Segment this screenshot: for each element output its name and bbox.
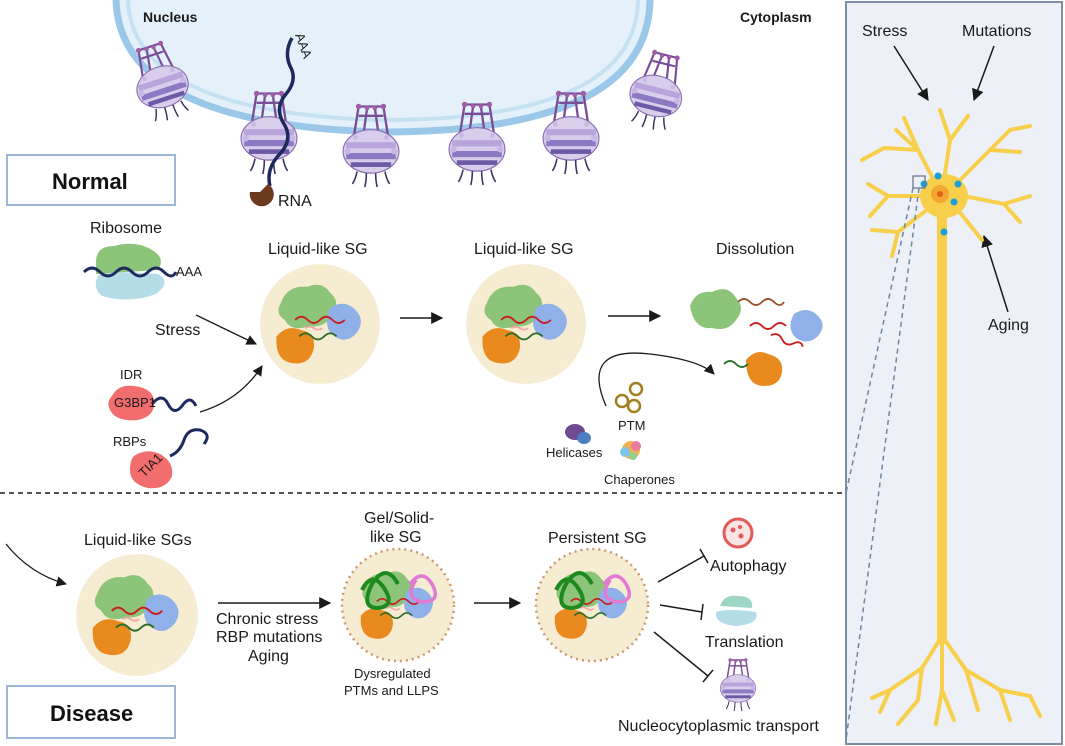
arrow-into-disease xyxy=(5,543,68,587)
disease-box xyxy=(6,685,176,739)
g3bp1-protein xyxy=(108,385,198,421)
dysregulated-label-line1: Dysregulated xyxy=(354,666,431,681)
rna-polymerase-icon xyxy=(249,184,274,207)
stress-label: Stress xyxy=(155,322,200,339)
arrow-aging-to-neuron xyxy=(981,234,1009,313)
mrna-strand xyxy=(267,37,295,187)
sg2-label: Liquid-like SG xyxy=(474,241,574,258)
liquid-sg-granule xyxy=(259,263,381,385)
cytoplasm-label: Cytoplasm xyxy=(740,9,812,25)
liquid-sg-granule xyxy=(465,263,587,385)
gel-sg-label-line1: Gel/Solid- xyxy=(364,510,434,527)
persistent-sg-label: Persistent SG xyxy=(548,530,647,547)
transport-label: Nucleocytoplasmic transport xyxy=(618,718,820,735)
disease-causes: Chronic stress RBP mutations Aging xyxy=(216,611,322,665)
ribosome-label: Ribosome xyxy=(90,220,162,237)
arrow-stress-to-sg xyxy=(195,314,257,345)
arrow-mutations-to-neuron xyxy=(972,45,995,102)
rbps-label: RBPs xyxy=(113,434,147,449)
gel-sg-label-line2: like SG xyxy=(370,529,422,546)
autophagy-label: Autophagy xyxy=(710,558,787,575)
autophagy-icon xyxy=(722,517,754,549)
tia1-protein xyxy=(130,428,209,489)
translation-label: Translation xyxy=(705,634,784,651)
liquid-sg-granule xyxy=(75,553,199,677)
cause-chronic-stress: Chronic stress xyxy=(216,611,318,628)
neuron-panel xyxy=(845,1,1063,745)
ptm-icon xyxy=(614,381,644,414)
dysregulated-label-line2: PTMs and LLPS xyxy=(344,683,439,698)
persistent-sg-granule xyxy=(534,547,650,663)
nucleus-label: Nucleus xyxy=(143,9,198,25)
chaperones-label: Chaperones xyxy=(604,472,675,487)
ptm-label: PTM xyxy=(618,418,645,433)
transport-pore-icon xyxy=(719,658,757,712)
translation-ribosome-icon xyxy=(715,595,757,626)
disease-box-label: Disease xyxy=(50,701,133,726)
cause-aging: Aging xyxy=(248,648,289,665)
ribosome-icon xyxy=(82,243,178,300)
sg1-label: Liquid-like SG xyxy=(268,241,368,258)
neuron-mutations-label: Mutations xyxy=(962,23,1031,40)
neuron-aging-label: Aging xyxy=(988,317,1029,334)
dissolved-components xyxy=(690,289,823,386)
zoom-line-top xyxy=(845,187,914,494)
dissolution-label: Dissolution xyxy=(716,241,794,258)
helicases-label: Helicases xyxy=(546,445,603,460)
normal-box xyxy=(6,154,176,206)
gel-sg-granule xyxy=(340,547,456,663)
inhibition-arrows xyxy=(653,548,714,683)
nucleolus xyxy=(937,191,943,197)
idr-label: IDR xyxy=(120,367,142,382)
g3bp1-label: G3BP1 xyxy=(114,395,156,410)
neuron-illustration xyxy=(860,108,1042,726)
rna-label: RNA xyxy=(278,193,312,210)
zoom-line-bottom xyxy=(845,187,920,741)
cause-rbp-mutations: RBP mutations xyxy=(216,629,322,646)
arrow-regulators-to-dissolution xyxy=(598,352,715,407)
helicase-icon xyxy=(565,424,591,444)
arrow-stress-to-neuron xyxy=(893,45,929,102)
normal-box-label: Normal xyxy=(52,169,128,194)
disease-sgs-label: Liquid-like SGs xyxy=(84,532,192,549)
neuron-stress-label: Stress xyxy=(862,23,907,40)
ribosome-poly-a-label: AAA xyxy=(176,264,202,279)
stress-granule-dots xyxy=(920,172,962,236)
arrow-rbps-to-sg xyxy=(199,365,263,413)
chaperone-icon xyxy=(620,441,641,460)
